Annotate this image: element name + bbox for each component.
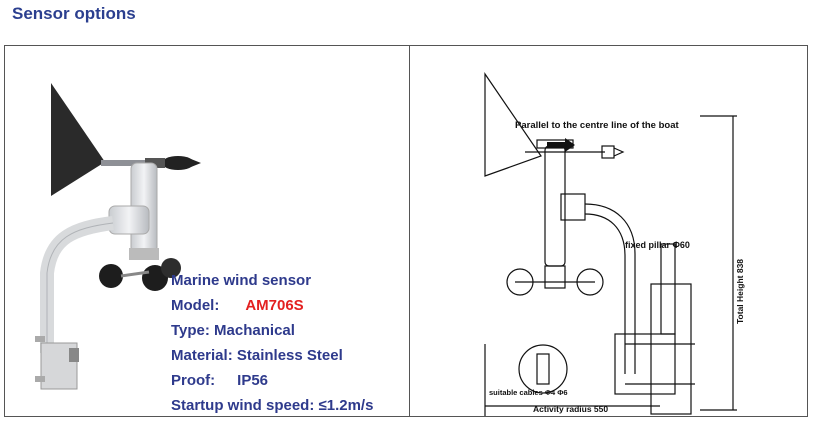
- spec-model: Model: AM706S: [171, 293, 373, 318]
- spec-type: Type: Machanical: [171, 322, 295, 339]
- cables-label: suitable cables Φ4 Φ6: [489, 388, 568, 397]
- spec-model-value: AM706S: [245, 297, 304, 314]
- spec-material: Material: Stainless Steel: [171, 347, 343, 364]
- sensor-specifications: Marine wind sensor Model: AM706S Type: Ma…: [171, 268, 373, 418]
- sensor-options-table: Marine wind sensor Model: AM706S Type: Ma…: [4, 45, 808, 417]
- technical-drawing: Parallel to the centre line of the boat …: [484, 72, 745, 416]
- column-divider: [409, 46, 410, 416]
- spec-proof-value: IP56: [237, 372, 269, 389]
- spec-model-label: Model:: [171, 297, 220, 314]
- section-heading: Sensor options: [12, 4, 136, 23]
- wind-sensor-photo: [35, 83, 201, 390]
- radius-label: Activity radius 550: [533, 404, 608, 414]
- spec-proof: Proof: IP56: [171, 368, 373, 393]
- pillar-label: fixed pillar Φ60: [625, 240, 690, 250]
- spec-proof-label: Proof:: [171, 372, 216, 389]
- spec-startup: Startup wind speed: ≤1.2m/s: [171, 397, 374, 414]
- spec-title: Marine wind sensor: [171, 272, 312, 289]
- parallel-label: Parallel to the centre line of the boat: [515, 120, 679, 131]
- height-label: Total Height 838: [735, 259, 745, 324]
